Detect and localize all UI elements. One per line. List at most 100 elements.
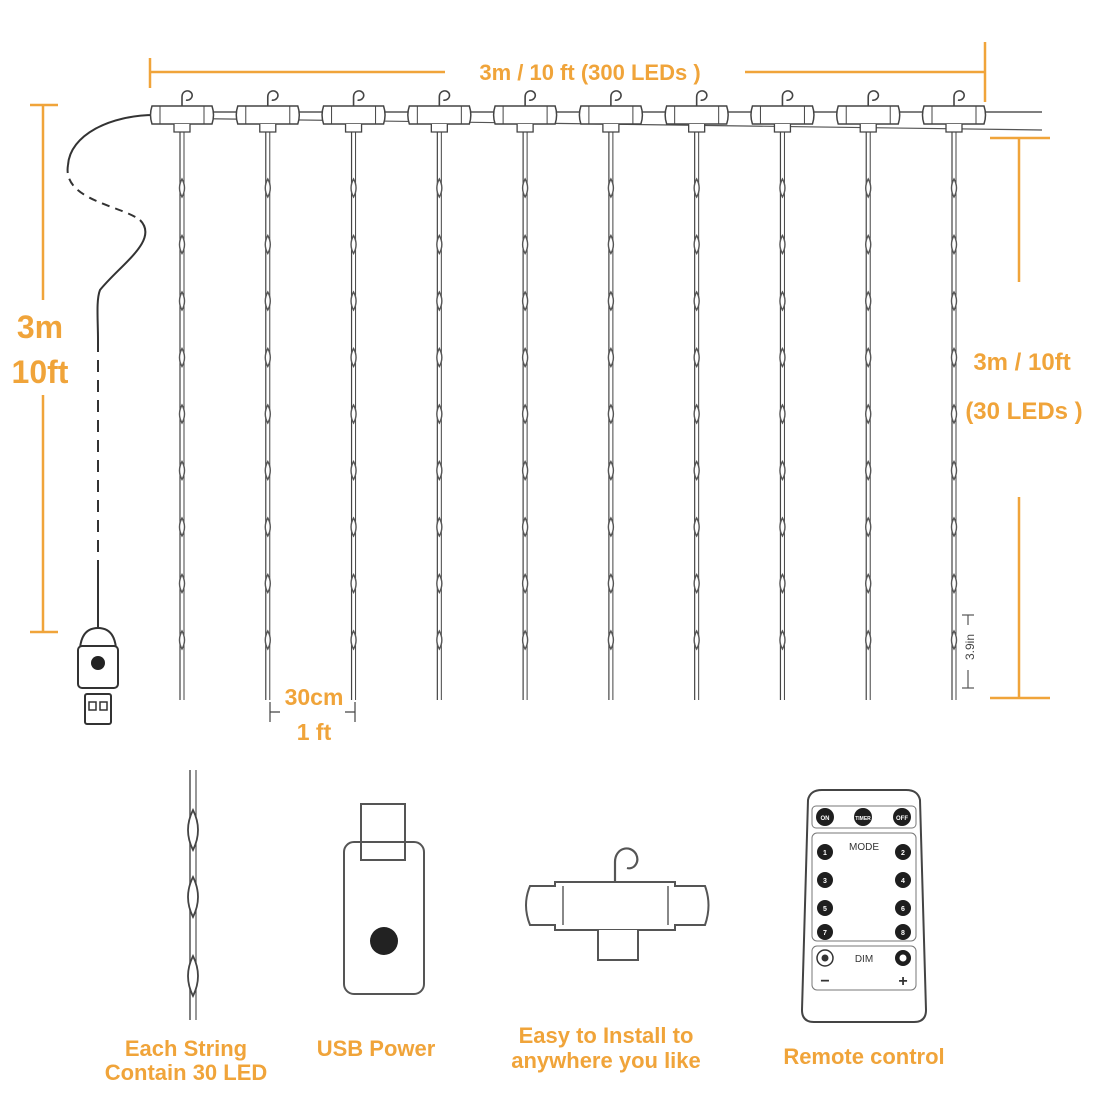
- feature-captions: Each String Contain 30 LED USB Power Eas…: [105, 1023, 945, 1085]
- remote-key-5: 5: [823, 906, 827, 913]
- led-bulb: [178, 347, 186, 368]
- led-bulb: [779, 516, 786, 538]
- string-spacing-dimension: 30cm 1 ft: [269, 684, 356, 745]
- led-bulb: [178, 234, 186, 255]
- led-bulb: [950, 629, 958, 651]
- led-bulb: [779, 403, 786, 425]
- clip-connector: [921, 105, 987, 125]
- hook-icon: [266, 90, 279, 106]
- caption-hook-line2: anywhere you like: [511, 1048, 701, 1073]
- led-bulb: [436, 460, 443, 481]
- led-bulb: [693, 573, 700, 594]
- led-bulb: [350, 629, 357, 651]
- led-bulb: [865, 516, 872, 538]
- hook-icon: [867, 90, 880, 106]
- remote-plus-label: +: [898, 973, 907, 990]
- led-bulb: [264, 177, 271, 199]
- led-bulb: [436, 234, 443, 255]
- led-bulb: [607, 403, 615, 425]
- led-string: [750, 90, 815, 700]
- led-bulb: [350, 516, 357, 538]
- led-bulb: [436, 177, 443, 199]
- string-length-dimension: 3m / 10ft (30 LEDs ): [965, 136, 1083, 700]
- led-bulb: [865, 177, 872, 199]
- caption-remote: Remote control: [783, 1044, 944, 1069]
- led-bulb: [693, 460, 700, 481]
- led-bulb: [178, 177, 186, 199]
- clip-connector: [835, 105, 901, 125]
- led-bulb: [264, 290, 271, 312]
- led-string: [835, 90, 901, 700]
- hook-icon: [352, 90, 365, 106]
- remote-minus-label: −: [820, 973, 829, 990]
- remote-key-3: 3: [823, 878, 827, 885]
- led-string: [921, 90, 987, 700]
- height-label-line1: 3m: [17, 309, 63, 345]
- usb-plug-small: [77, 626, 119, 725]
- led-bulb: [950, 234, 958, 255]
- led-bulb: [264, 403, 271, 425]
- led-bulb: [779, 290, 786, 312]
- remote-timer-button: TIMER: [855, 816, 871, 822]
- led-bulb: [178, 629, 186, 651]
- led-bulb: [350, 347, 357, 368]
- remote-dim-label: DIM: [855, 954, 873, 965]
- clip-connector: [664, 105, 729, 125]
- led-string: [235, 90, 301, 700]
- clip-connector: [321, 105, 386, 125]
- led-string: [321, 90, 386, 700]
- led-bulb: [521, 629, 529, 651]
- caption-hook-line1: Easy to Install to: [519, 1023, 694, 1048]
- led-bulb: [607, 290, 615, 312]
- led-bulb: [436, 516, 443, 538]
- led-bulb: [693, 177, 700, 199]
- remote-key-2: 2: [901, 850, 905, 857]
- led-bulb: [950, 460, 958, 481]
- hook-icon: [781, 90, 794, 106]
- led-bulb: [436, 573, 443, 594]
- led-bulb: [436, 290, 443, 312]
- led-bulb: [350, 573, 357, 594]
- remote-on-button: ON: [821, 816, 830, 822]
- hook-icon: [181, 90, 193, 106]
- hook-icon: [953, 90, 965, 106]
- led-bulb: [950, 290, 958, 312]
- led-bulb: [779, 460, 786, 481]
- clip-connector: [149, 105, 215, 125]
- clip-connector: [492, 105, 558, 125]
- led-bulb: [521, 347, 529, 368]
- led-bulb: [350, 460, 357, 481]
- led-bulb: [178, 516, 186, 538]
- led-bulb: [779, 573, 786, 594]
- remote-off-button: OFF: [896, 816, 908, 822]
- led-bulb: [521, 234, 529, 255]
- led-bulb: [436, 629, 443, 651]
- led-bulb: [607, 573, 615, 594]
- led-bulb: [693, 403, 700, 425]
- led-bulb: [436, 347, 443, 368]
- clip-connector: [578, 105, 644, 125]
- led-bulb: [350, 177, 357, 199]
- led-bulb: [607, 234, 615, 255]
- led-bulb: [607, 460, 615, 481]
- caption-usb: USB Power: [317, 1036, 436, 1061]
- led-bulb: [950, 573, 958, 594]
- led-spacing-dimension: 3.9in: [958, 614, 980, 689]
- led-string: [407, 90, 472, 700]
- remote-key-6: 6: [901, 906, 905, 913]
- width-label: 3m / 10 ft (300 LEDs ): [479, 60, 700, 85]
- height-label-line2: 10ft: [12, 354, 69, 390]
- led-bulb: [607, 629, 615, 651]
- led-spacing-label: 3.9in: [963, 634, 977, 660]
- led-bulb: [521, 573, 529, 594]
- led-bulb: [693, 234, 700, 255]
- led-bulb: [521, 516, 529, 538]
- caption-string-line1: Each String: [125, 1036, 247, 1061]
- led-bulb: [950, 403, 958, 425]
- led-bulb: [865, 573, 872, 594]
- led-bulb: [693, 290, 700, 312]
- hook-icon: [610, 90, 622, 106]
- remote-mode-label: MODE: [849, 842, 879, 853]
- led-bulb: [865, 347, 872, 368]
